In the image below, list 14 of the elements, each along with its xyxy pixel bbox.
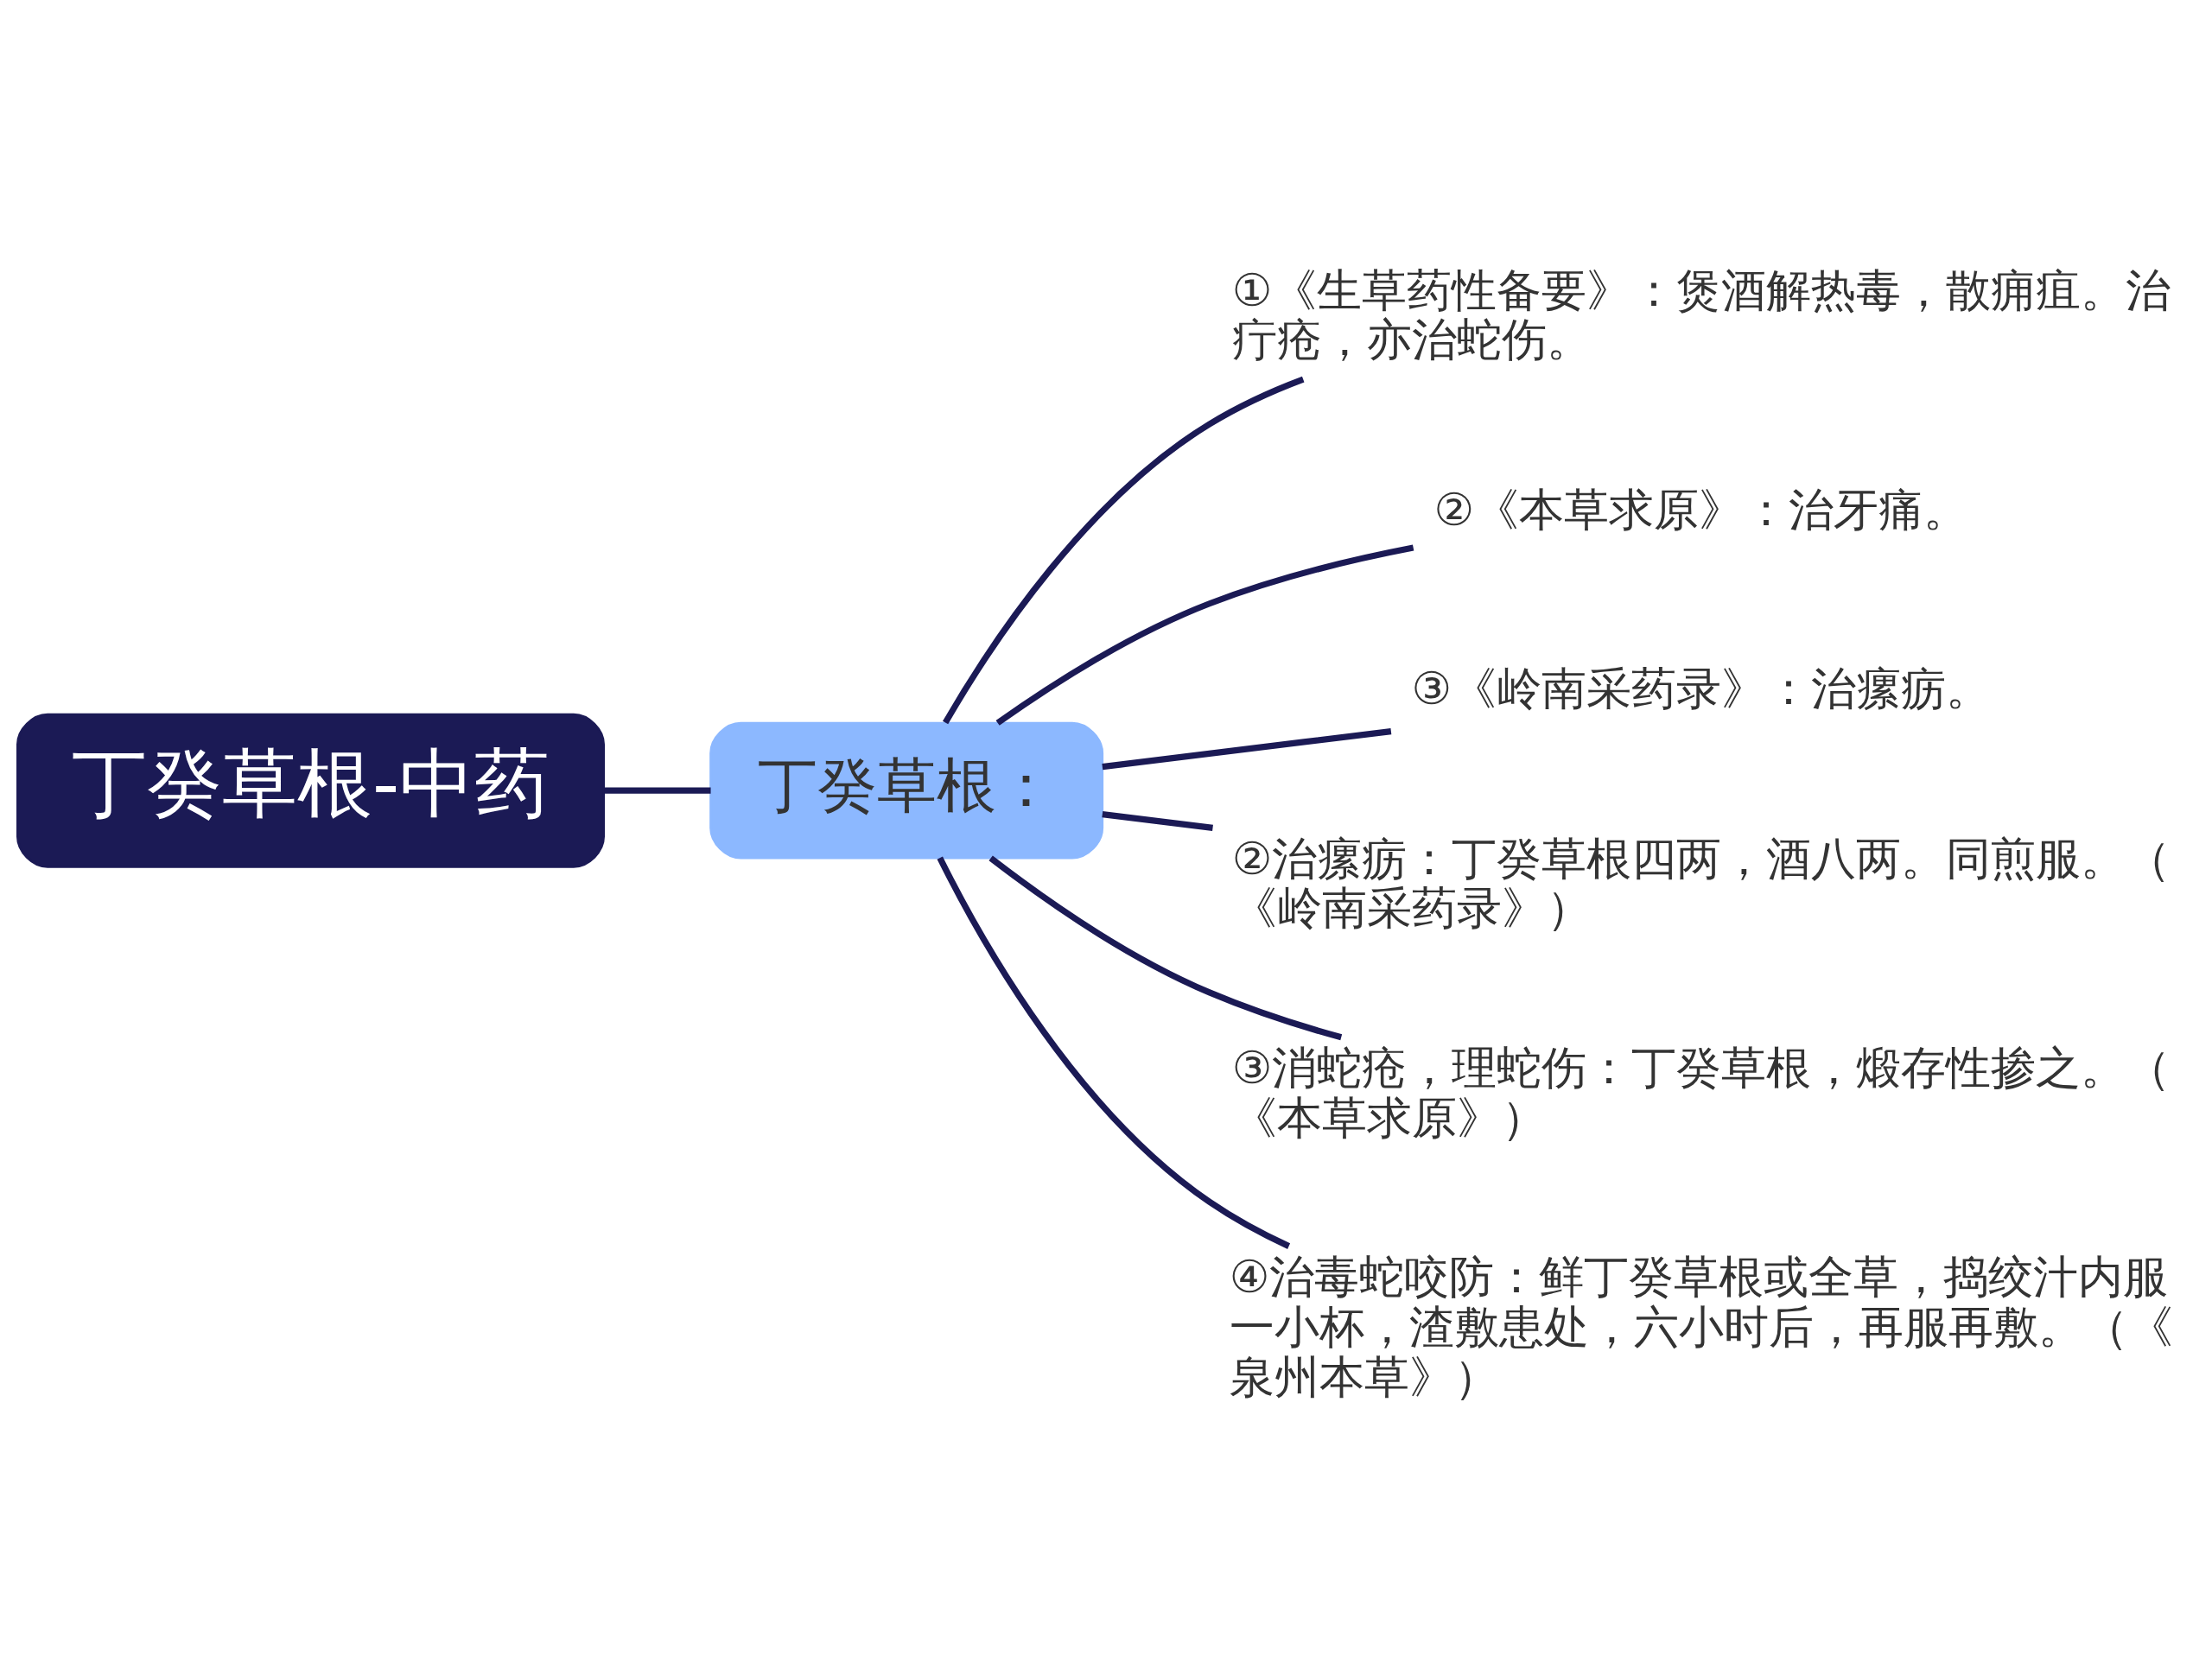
connector (937, 855, 1291, 1249)
node-text: ②《本草求原》：治牙痛。 (1433, 483, 1969, 536)
node-text: ①《生草药性备要》：煲酒解热毒，散痈疽。治疔疮，亦治蛇伤。 (1231, 263, 2171, 365)
node-box: 丁癸草根-中药 (16, 713, 605, 868)
connector (1102, 727, 1392, 770)
connector (988, 855, 1343, 1040)
node-text: ③消蛇疮，理蛇伤：丁癸草根，煅存性掺之。（《本草求原》） (1231, 1041, 2171, 1144)
node-text: ③《岭南采药录》：治瘰疬。 (1411, 662, 1992, 714)
node-box: 丁癸草根： (709, 721, 1104, 860)
connector (943, 376, 1305, 724)
connector (995, 543, 1414, 726)
node-text: ④治毒蛇咬防：鲜丁癸草根或全草，捣绞汁内服一小杯，渣敷患处，六小时后，再服再敷。（《泉州本草》） (1229, 1250, 2173, 1403)
node-text: ②治瘰疬：丁癸草根四两，酒八两。同煎服。（《岭南采药录》） (1231, 832, 2171, 934)
connector (604, 787, 711, 794)
